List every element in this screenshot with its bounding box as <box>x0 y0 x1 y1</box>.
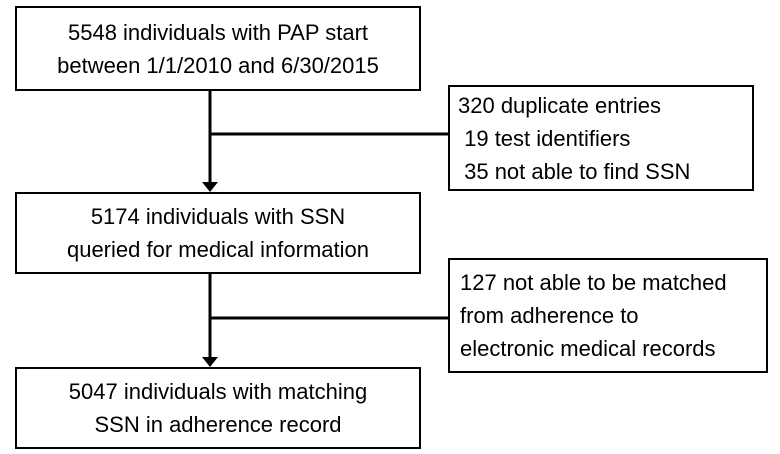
box-text-line: 5174 individuals with SSN <box>90 204 346 229</box>
box-initial-cohort: 5548 individuals with PAP start between … <box>15 6 421 91</box>
box-queried-cohort: 5174 individuals with SSN queried for me… <box>15 192 421 274</box>
box-text-line: 19 test identifiers <box>458 125 631 151</box>
arrowhead-1-to-2 <box>202 182 218 192</box>
box-text-line: 5047 individuals with matching <box>68 379 368 404</box>
box-text-line: 320 duplicate entries <box>458 92 662 118</box>
box-text-line: queried for medical information <box>66 237 370 262</box>
box-text-line: 35 not able to find SSN <box>458 158 691 184</box>
arrowhead-2-to-3 <box>202 357 218 367</box>
box-final-cohort: 5047 individuals with matching SSN in ad… <box>15 367 421 449</box>
box-text-line: from adherence to <box>460 303 639 328</box>
box-text-line: 127 not able to be matched <box>460 270 727 295</box>
box-text-line: between 1/1/2010 and 6/30/2015 <box>57 52 379 78</box>
box-text-line: electronic medical records <box>460 336 716 361</box>
box-exclusion-1: 320 duplicate entries 19 test identifier… <box>448 85 754 191</box>
box-text-line: SSN in adherence record <box>94 412 342 437</box>
box-exclusion-2: 127 not able to be matched from adherenc… <box>448 258 768 373</box>
box-text-line: 5548 individuals with PAP start <box>67 19 369 45</box>
